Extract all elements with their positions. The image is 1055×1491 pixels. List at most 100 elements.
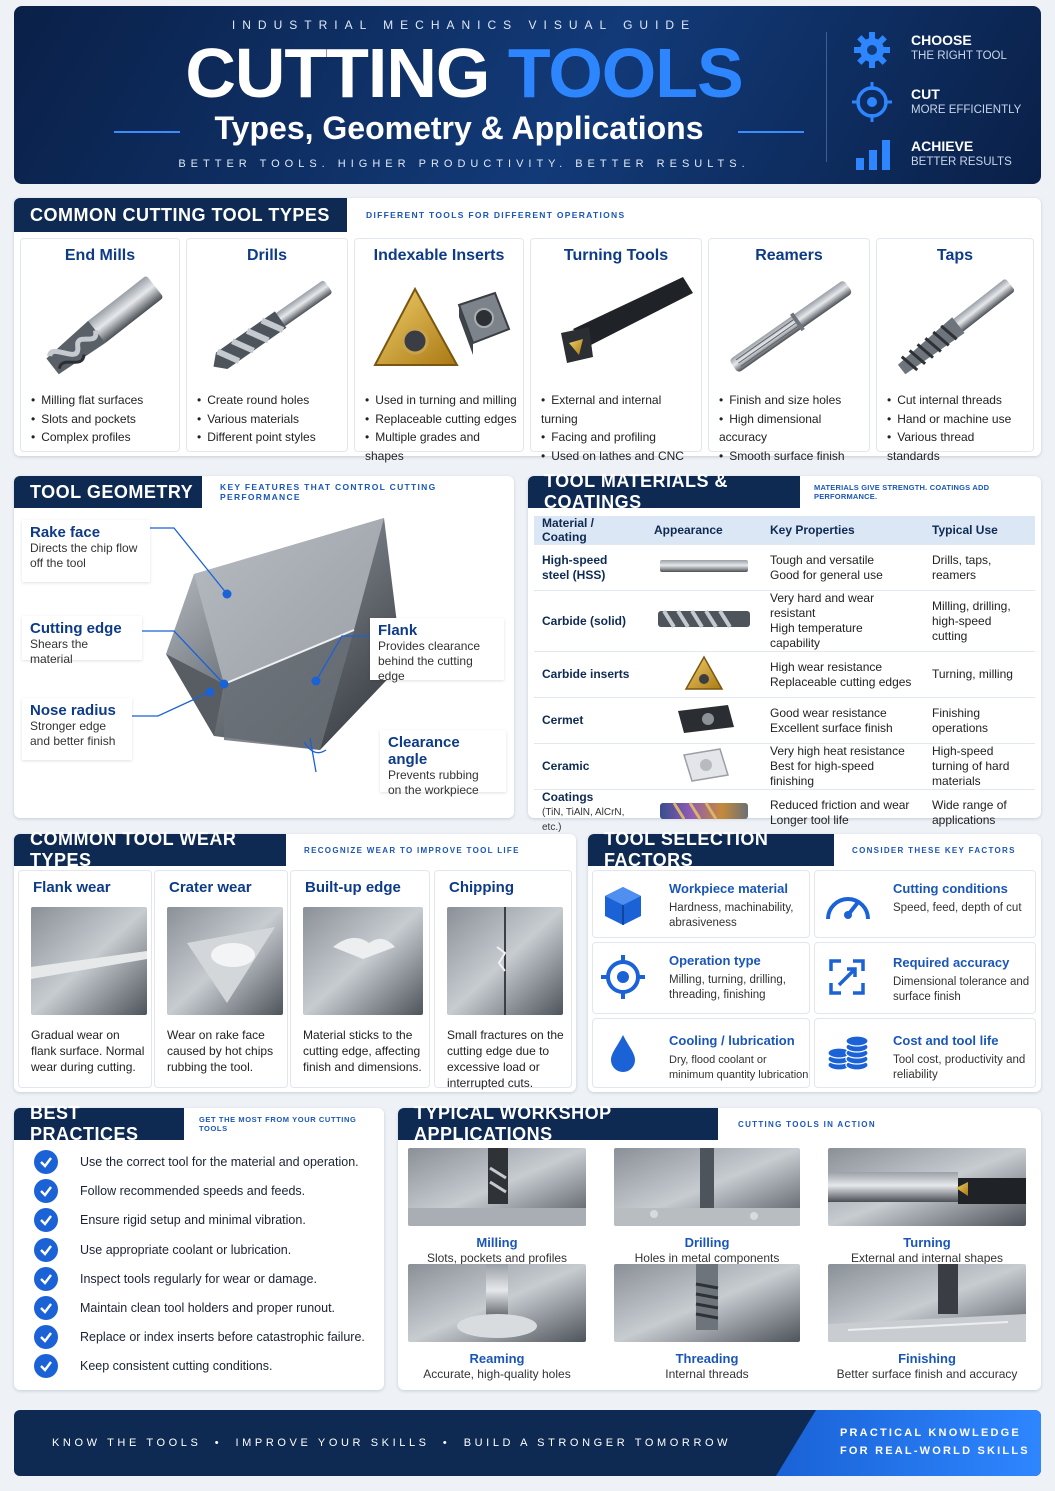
factor-cooling-lubrication: Cooling / lubrication Dry, flood coolant…	[592, 1018, 810, 1088]
appearance-cell	[646, 697, 762, 744]
material-name-text: Coatings	[542, 790, 594, 805]
droplet-icon	[611, 1035, 635, 1072]
tool-card-turning-tools: Turning Tools External and internal turn…	[530, 238, 702, 463]
factor-title: Required accuracy	[893, 955, 1010, 970]
carbide-insert-image	[684, 654, 724, 690]
built-up-edge-image	[303, 907, 423, 1015]
bullet: Smooth surface finish	[719, 447, 865, 466]
check-icon	[34, 1296, 58, 1320]
table-row: Carbide (solid) Very hard and wear resis…	[534, 590, 1035, 652]
subtitle: Types, Geometry & Applications	[214, 110, 704, 146]
app-title: Milling	[476, 1235, 518, 1250]
callout-desc: Shears the material	[30, 637, 89, 666]
app-reaming: Reaming Accurate, high-quality holes	[408, 1264, 586, 1381]
bullet: Used on lathes and CNC	[541, 447, 697, 466]
appearance-cell	[646, 789, 762, 836]
footer-right-line1: PRACTICAL KNOWLEDGE	[840, 1427, 1021, 1439]
bullet: Create round holes	[197, 391, 343, 410]
target-icon	[852, 82, 892, 122]
callout-desc: Stronger edge	[30, 719, 107, 733]
use-cell: Milling, drilling, high-speed cutting	[924, 590, 1035, 652]
materials-section: TOOL MATERIALS & COATINGS MATERIALS GIVE…	[528, 471, 1041, 836]
material-name: Carbide inserts	[534, 651, 646, 698]
callout-desc: on the workpiece	[388, 783, 479, 797]
check-icon	[34, 1266, 58, 1291]
geometry-subheading: KEY FEATURES THAT CONTROL CUTTING PERFOR…	[220, 482, 437, 502]
turning-tool-image	[561, 277, 693, 363]
material-name: Cermet	[534, 697, 646, 744]
materials-subheading: MATERIALS GIVE STRENGTH. COATINGS ADD PE…	[814, 483, 990, 501]
wear-title: Crater wear	[169, 879, 252, 896]
promise-title: CHOOSE	[911, 32, 972, 48]
bullet: Slots and pockets	[31, 410, 175, 429]
wear-title: Chipping	[449, 879, 514, 896]
callout-nose-radius: Nose radius Stronger edge and better fin…	[22, 698, 132, 760]
material-note: (TiN, TiAlN, AlCrN, etc.)	[542, 807, 625, 834]
card-title: Turning Tools	[563, 247, 669, 264]
app-threading: Threading Internal threads	[614, 1264, 800, 1381]
types-heading: COMMON CUTTING TOOL TYPES	[14, 198, 347, 232]
geometry-heading: TOOL GEOMETRY	[14, 476, 202, 508]
bullet: Different point styles	[197, 428, 343, 447]
check-icon	[34, 1354, 58, 1379]
callout-desc: Prevents rubbing	[388, 768, 479, 782]
title-white: CUTTING	[185, 34, 508, 112]
wear-card-flank: Flank wear Gradual wear on flank surface…	[18, 870, 152, 1088]
bullet: Complex profiles	[31, 428, 175, 447]
wear-subheading: RECOGNIZE WEAR TO IMPROVE TOOL LIFE	[304, 845, 520, 855]
tool-card-end-mills: End Mills Milling flat surfaces Slots an…	[20, 238, 180, 452]
leader-lines	[132, 527, 376, 773]
callout-title: Flank	[378, 622, 418, 639]
drilling-photo	[614, 1148, 800, 1226]
factor-title: Cost and tool life	[893, 1033, 999, 1048]
header-banner: INDUSTRIAL MECHANICS VISUAL GUIDE CUTTIN…	[14, 6, 1041, 184]
carbide-endmill-image	[658, 609, 750, 629]
card-bullets: Cut internal threads Hand or machine use…	[887, 391, 1029, 465]
selection-section: TOOL SELECTION FACTORS CONSIDER THESE KE…	[588, 829, 1041, 1092]
appearance-cell	[646, 544, 762, 591]
practices-section: BEST PRACTICES GET THE MOST FROM YOUR CU…	[14, 1103, 384, 1390]
app-desc: Accurate, high-quality holes	[423, 1367, 571, 1381]
app-finishing: Finishing Better surface finish and accu…	[828, 1264, 1026, 1381]
property: Longer tool life	[770, 812, 849, 827]
card-title: End Mills	[64, 247, 136, 264]
wear-desc: Material sticks to the cutting edge, aff…	[303, 1028, 422, 1074]
card-bullets: Milling flat surfaces Slots and pockets …	[31, 391, 175, 447]
bullet: Finish and size holes	[719, 391, 865, 410]
appearance-cell	[646, 651, 762, 698]
reaming-photo	[408, 1264, 586, 1342]
finishing-photo	[828, 1264, 1026, 1342]
practice-text: Maintain clean tool holders and proper r…	[80, 1301, 336, 1315]
app-drilling: Drilling Holes in metal components	[614, 1148, 800, 1265]
table-row: Coatings (TiN, TiAlN, AlCrN, etc.) Reduce…	[534, 789, 1035, 836]
promise-achieve: ACHIEVE BETTER RESULTS	[852, 134, 1032, 174]
card-bullets: Create round holes Various materials Dif…	[197, 391, 343, 447]
check-icon	[34, 1179, 58, 1204]
bullet: High dimensional accuracy	[719, 410, 865, 447]
tool-geometry-diagram	[166, 518, 402, 750]
use-cell: Drills, taps, reamers	[924, 544, 1035, 591]
wear-card-crater: Crater wear Wear on rake face caused by …	[154, 870, 288, 1088]
wear-desc: Small fractures on the cutting edge due …	[447, 1028, 564, 1090]
wear-desc: Wear on rake face caused by hot chips ru…	[167, 1028, 274, 1074]
footer-slogan: KNOW THE TOOLS • IMPROVE YOUR SKILLS • B…	[52, 1437, 732, 1449]
factor-desc: Hardness, machinability, abrasiveness	[669, 902, 794, 929]
coated-tool-image	[660, 801, 748, 820]
col-header: Key Properties	[762, 516, 924, 545]
tool-card-indexable-inserts: Indexable Inserts Used in turning and mi…	[354, 238, 524, 463]
tool-card-reamers: Reamers Finish and size holes High dimen…	[708, 238, 870, 463]
callout-clearance-angle: Clearance angle Prevents rubbing on the …	[380, 730, 506, 797]
promise-sub: THE RIGHT TOOL	[911, 50, 1007, 62]
bullet: Used in turning and milling	[365, 391, 519, 410]
property: Very hard and wear resistant	[770, 591, 875, 620]
cermet-insert-image	[678, 704, 734, 733]
promise-title: ACHIEVE	[911, 138, 974, 154]
app-title: Turning	[903, 1235, 951, 1250]
col-header: Material / Coating	[534, 516, 646, 545]
